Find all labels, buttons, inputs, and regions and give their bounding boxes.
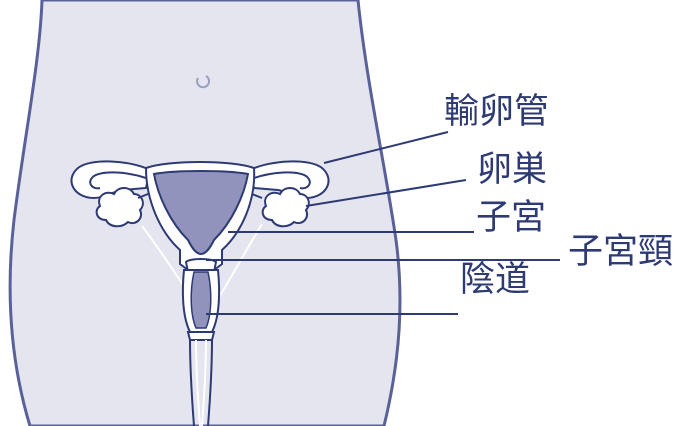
ovary-left — [97, 188, 143, 226]
label-uterus: 子宮 — [476, 198, 546, 238]
ovary-right — [263, 188, 309, 226]
label-cervix: 子宮頸 — [568, 232, 673, 272]
vaginal-canal — [191, 272, 211, 328]
label-fallopian-tube: 輸卵管 — [444, 92, 549, 132]
label-vagina: 陰道 — [460, 260, 530, 300]
label-ovary: 卵巣 — [477, 150, 547, 190]
vulva-opening — [188, 332, 214, 340]
